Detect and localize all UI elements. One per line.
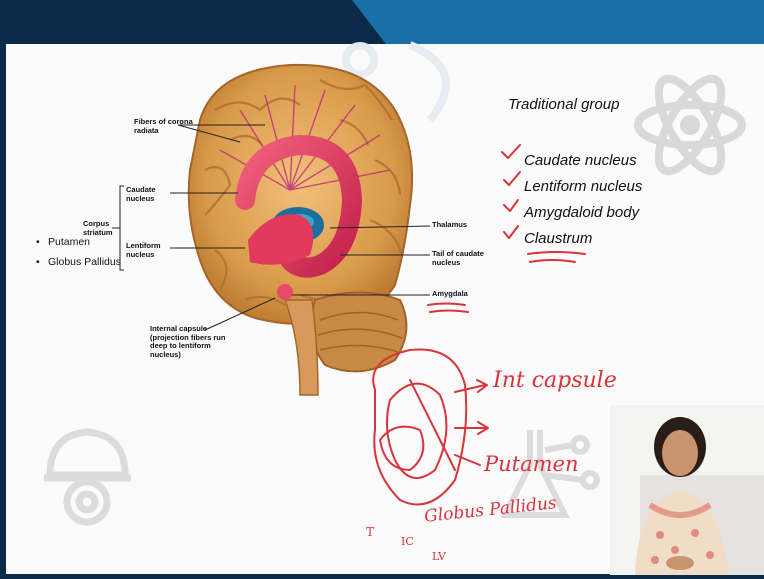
ink-ic: IC bbox=[401, 535, 414, 548]
presenter-figure bbox=[610, 405, 764, 575]
ink-lv: LV bbox=[432, 550, 446, 563]
presenter-video bbox=[610, 405, 764, 575]
ink-t: T bbox=[366, 525, 374, 539]
ink-putamen: Putamen bbox=[484, 452, 578, 476]
ink-int-capsule: Int capsule bbox=[493, 368, 617, 393]
